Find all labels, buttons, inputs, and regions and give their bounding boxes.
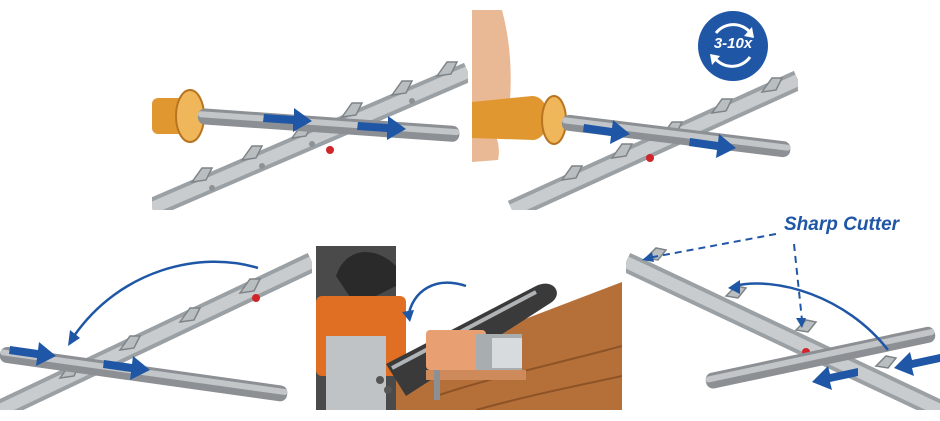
curved-arrow: [72, 260, 259, 337]
sharp-cutter-leader-lines: [642, 233, 806, 328]
direction-arrow: [9, 342, 150, 380]
step-2-illustration: [472, 10, 798, 210]
vise: [426, 330, 526, 400]
file-tool: [705, 326, 936, 389]
curved-arrow: [733, 282, 889, 351]
step-3-illustration: [0, 252, 312, 410]
sharp-cutter-label: Sharp Cutter: [784, 214, 900, 235]
step-5-panel: [626, 246, 940, 410]
direction-arrow: [583, 120, 736, 158]
repeat-count-text: 3-10x: [713, 35, 753, 52]
curved-arrow: [406, 281, 467, 319]
saw-chain: [0, 252, 312, 410]
step-4-panel: [316, 246, 622, 410]
repeat-icon: [710, 23, 754, 68]
rivet-marker: [646, 154, 654, 162]
step-1-panel: [152, 10, 468, 210]
rivet-marker: [326, 146, 334, 154]
repeat-count-badge: 3-10x: [698, 11, 768, 81]
step-4-illustration: [316, 246, 622, 410]
step-2-panel: [472, 10, 798, 210]
direction-arrow: [812, 352, 940, 390]
rivet-marker: [252, 294, 260, 302]
step-3-panel: [0, 250, 312, 410]
saw-chain: [152, 61, 468, 210]
hand: [472, 10, 511, 162]
step-5-illustration: [626, 247, 940, 410]
step-1-illustration: [152, 61, 468, 210]
direction-arrow: [263, 108, 406, 140]
